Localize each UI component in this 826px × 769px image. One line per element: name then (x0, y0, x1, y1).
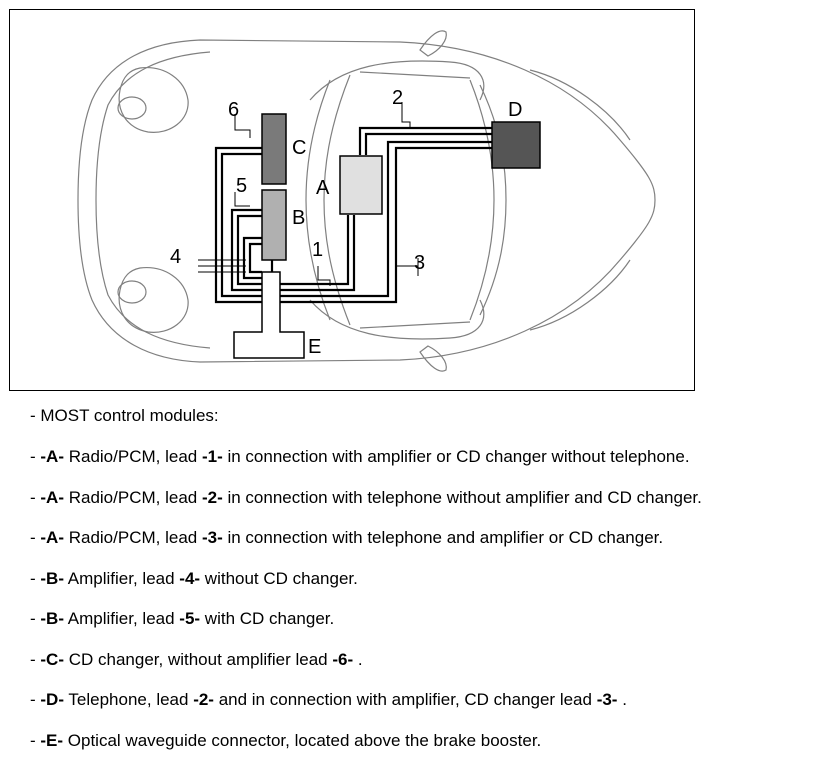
module-code: -A- (40, 528, 64, 547)
module-c-cd-changer (262, 114, 286, 184)
legend-item: - -B- Amplifier, lead -5- with CD change… (30, 607, 820, 648)
legend-heading: - MOST control modules: (30, 404, 820, 445)
label-2: 2 (392, 87, 403, 109)
lead-code: -3- (597, 690, 618, 709)
lead-code: -2- (193, 690, 214, 709)
label-a: A (316, 177, 330, 199)
module-code: -E- (40, 731, 63, 750)
module-code: -B- (40, 609, 64, 628)
lead-code: -2- (202, 488, 223, 507)
lead-code: -6- (332, 650, 353, 669)
label-e: E (308, 336, 321, 358)
module-code: -A- (40, 447, 64, 466)
legend-item: - -C- CD changer, without amplifier lead… (30, 648, 820, 689)
module-code: -A- (40, 488, 64, 507)
label-4: 4 (170, 246, 181, 268)
module-d-telephone (492, 122, 540, 168)
module-code: -C- (40, 650, 64, 669)
module-a-radio-pcm (340, 156, 382, 214)
legend-item: - -A- Radio/PCM, lead -3- in connection … (30, 526, 820, 567)
module-code: -B- (40, 569, 64, 588)
diagram-figure: C B A D E 1 2 3 4 5 6 (9, 9, 695, 391)
label-c: C (292, 137, 306, 159)
legend-item: - -A- Radio/PCM, lead -1- in connection … (30, 445, 820, 486)
label-b: B (292, 207, 305, 229)
lead-code: -4- (179, 569, 200, 588)
legend-item: - -D- Telephone, lead -2- and in connect… (30, 688, 820, 729)
legend-item: - -B- Amplifier, lead -4- without CD cha… (30, 567, 820, 608)
label-5: 5 (236, 175, 247, 197)
lead-code: -5- (179, 609, 200, 628)
label-d: D (508, 99, 522, 121)
lead-code: -3- (202, 528, 223, 547)
lead-2-bottom (366, 134, 492, 155)
label-1: 1 (312, 239, 323, 261)
lead-4-b (250, 244, 262, 272)
lead-code: -1- (202, 447, 223, 466)
car-wiring-diagram: C B A D E 1 2 3 4 5 6 (10, 10, 696, 392)
module-code: -D- (40, 690, 64, 709)
label-3: 3 (414, 252, 425, 274)
legend-item: - -A- Radio/PCM, lead -2- in connection … (30, 486, 820, 527)
fiber-leads (216, 128, 492, 302)
label-6: 6 (228, 99, 239, 121)
module-b-amplifier (262, 190, 286, 260)
legend-item: - -E- Optical waveguide connector, locat… (30, 729, 820, 769)
legend: - MOST control modules: - -A- Radio/PCM,… (30, 404, 820, 769)
